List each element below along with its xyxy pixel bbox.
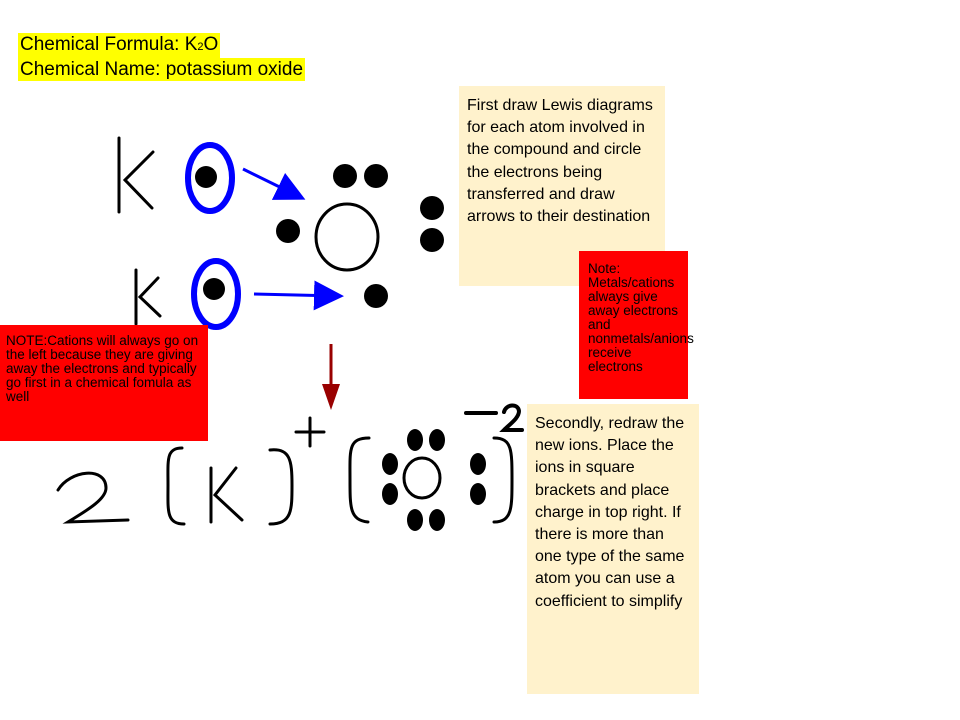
potassium-symbol-top (117, 136, 155, 214)
potassium-electron-bottom (191, 258, 241, 330)
transfer-arrow-top (242, 167, 306, 200)
oxygen-atom (276, 164, 444, 308)
formula-label: Chemical Formula: K (20, 34, 198, 55)
formula-subscript: 2 (197, 41, 204, 53)
cations-left-note: NOTE:Cations will always go on the left … (0, 325, 208, 441)
transfer-arrow-bottom (253, 280, 344, 311)
metals-nonmetals-note: Note: Metals/cations always give away el… (579, 251, 694, 399)
step2-note: Secondly, redraw the new ions. Place the… (527, 404, 699, 694)
potassium-symbol-bottom (134, 268, 162, 326)
reaction-arrow-down (322, 344, 340, 410)
potassium-electron-top (185, 142, 235, 214)
oxide-ion (348, 429, 514, 531)
formula-suffix: O (203, 34, 219, 55)
anion-charge-minus-two (464, 403, 524, 432)
coefficient-two (56, 471, 130, 524)
potassium-ion (166, 446, 294, 526)
chemical-name-line: Chemical Name: potassium oxide (18, 58, 306, 81)
cation-charge-plus (294, 416, 326, 448)
chemical-formula-line: Chemical Formula: K2O (18, 33, 221, 59)
